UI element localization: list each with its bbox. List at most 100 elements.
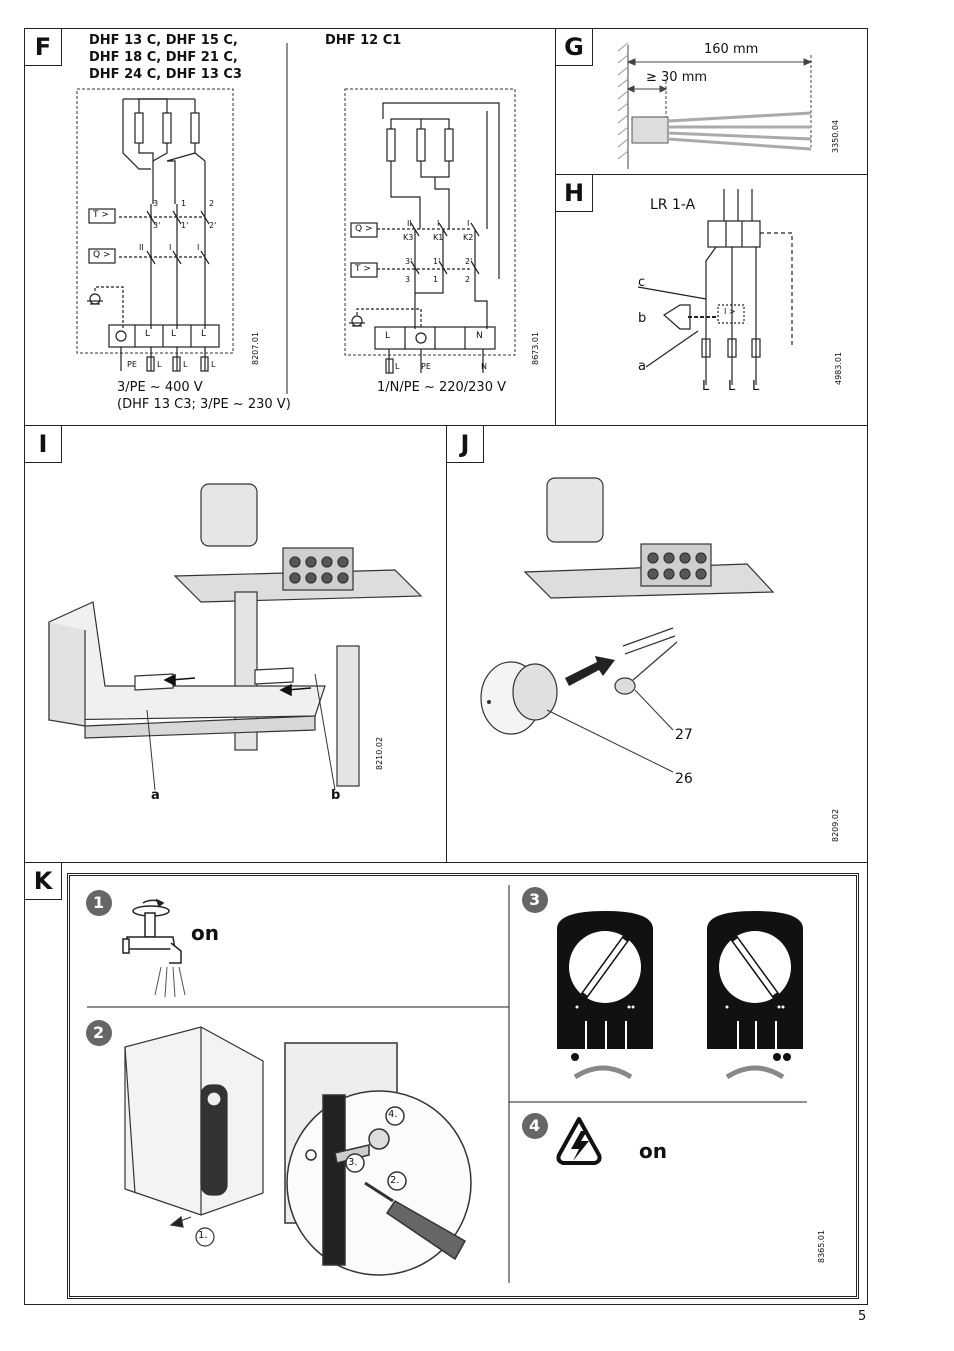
label-27: 27 <box>675 727 693 743</box>
step-2-number: 2 <box>93 1023 105 1042</box>
t-switch-label-left: T > <box>93 210 109 220</box>
terminal-right-l: L <box>385 331 391 341</box>
zoom-circle-illustration <box>284 1042 472 1276</box>
roman-left-3: I <box>197 243 200 252</box>
bottom-l1-left: L <box>157 360 162 369</box>
right-contact-2: 2 <box>465 275 471 284</box>
panel-i-tag: I <box>25 426 62 463</box>
label-a-bracket: a <box>151 788 160 803</box>
step-4-number: 4 <box>529 1116 541 1135</box>
right-supply: 1/N/PE ~ 220/230 V <box>377 380 506 395</box>
panel-g-tag: G <box>556 29 593 66</box>
q-switch-label-left: Q > <box>93 250 111 260</box>
water-tap-icon <box>122 898 186 998</box>
relay-label: I > <box>724 307 736 316</box>
panel-j-tag: J <box>447 426 484 463</box>
bottom-l-right: L <box>395 362 400 371</box>
panel-h-ref: 4983.01 <box>834 351 843 385</box>
right-contact-1: 1 <box>433 275 439 284</box>
panel-f-left-title-3: DHF 24 C, DHF 13 C3 <box>89 67 242 82</box>
heater-unit-illustration <box>124 1026 264 1247</box>
panel-g-ref: 3350.04 <box>831 119 840 153</box>
panel-k: K <box>24 862 868 1305</box>
panel-f-left-ref: 8207.01 <box>251 331 260 365</box>
bottom-pe-left: PE <box>127 360 137 369</box>
roman-right-1: II <box>407 219 412 228</box>
contact-3p: 3' <box>153 221 161 230</box>
page-number: 5 <box>858 1309 867 1324</box>
panel-f-left-title-2: DHF 18 C, DHF 21 C, <box>89 50 238 65</box>
left-supply: 3/PE ~ 400 V <box>117 380 203 395</box>
panel-k-ref: 8365.01 <box>817 1229 826 1263</box>
panel-i: I a b 8210.02 <box>24 425 447 863</box>
terminal-l3: L <box>201 329 207 339</box>
dial-left-illustration <box>557 911 653 1080</box>
left-supply-note: (DHF 13 C3; 3/PE ~ 230 V) <box>117 397 291 412</box>
wiring-diagram-f <box>76 43 516 394</box>
knob-assembly-illustration <box>480 477 775 773</box>
label-26: 26 <box>675 771 693 787</box>
cable-length: 160 mm <box>704 42 759 57</box>
q-switch-label-right: Q > <box>355 224 373 234</box>
sub-step-1: 1. <box>198 1230 208 1241</box>
terminal-right-n: N <box>476 331 483 341</box>
cable-strip-diagram <box>617 42 813 169</box>
panel-k-tag: K <box>25 863 62 900</box>
terminal-l1: L <box>145 329 151 339</box>
sub-step-4: 4. <box>388 1109 398 1120</box>
panel-f-left-title-1: DHF 13 C, DHF 15 C, <box>89 33 238 48</box>
high-voltage-warning-icon <box>556 1117 602 1165</box>
panel-f-right-ref: 8673.01 <box>531 331 540 365</box>
panel-k-inner <box>67 873 859 1299</box>
bottom-l2-left: L <box>183 360 188 369</box>
dial-right-illustration <box>707 911 803 1080</box>
bottom-n-right: N <box>481 362 487 371</box>
device-name: LR 1-A <box>650 197 696 213</box>
phase-l1: L <box>702 379 710 394</box>
step-1-number: 1 <box>93 893 105 912</box>
panel-g: G 160 mm ≥ 30 m <box>555 28 868 175</box>
contact-3: 3 <box>153 199 159 208</box>
bottom-pe-right: PE <box>421 362 431 371</box>
panel-f-right-title: DHF 12 C1 <box>325 33 402 48</box>
label-b-bracket: b <box>331 788 341 803</box>
roman-right-2: I <box>437 219 440 228</box>
panel-f: F DHF 13 C, DHF 15 C, DHF 18 C, DHF 21 C… <box>24 28 556 426</box>
label-c: c <box>638 275 646 290</box>
t-switch-label-right: T > <box>355 264 371 274</box>
panel-j: J 27 26 8209.02 <box>446 425 868 863</box>
contact-2: 2 <box>209 199 215 208</box>
step-4-on-label: on <box>639 1139 667 1163</box>
contact-1: 1 <box>181 199 187 208</box>
k2-label: K2 <box>463 233 474 242</box>
roman-right-3: I <box>467 219 470 228</box>
contact-1p: 1' <box>181 221 189 230</box>
panel-f-tag: F <box>25 29 62 66</box>
cable-min-length: ≥ 30 mm <box>646 70 708 85</box>
roman-left-1: II <box>139 243 144 252</box>
panel-i-ref: 8210.02 <box>375 736 384 770</box>
right-contact-3p: 3' <box>405 257 413 266</box>
label-b: b <box>638 311 647 326</box>
sub-step-3: 3. <box>348 1157 358 1168</box>
panel-j-ref: 8209.02 <box>831 808 840 842</box>
bottom-l3-left: L <box>211 360 216 369</box>
label-a: a <box>638 359 646 374</box>
right-contact-3: 3 <box>405 275 411 284</box>
panel-h-tag: H <box>556 175 593 212</box>
k1-label: K1 <box>433 233 444 242</box>
step-1-on-label: on <box>191 921 219 945</box>
bracket-illustration <box>48 483 423 791</box>
sub-step-2: 2. <box>390 1175 400 1186</box>
commissioning-steps <box>86 885 807 1283</box>
contact-2p: 2' <box>209 221 217 230</box>
phase-l2: L <box>728 379 736 394</box>
k3-label: K3 <box>403 233 414 242</box>
load-relay-diagram <box>637 189 793 385</box>
phase-l3: L <box>752 379 760 394</box>
panel-h: H LR 1-A c b a I > L L L 4983.01 <box>555 174 868 426</box>
right-contact-1p: 1' <box>433 257 441 266</box>
step-3-number: 3 <box>529 890 541 909</box>
roman-left-2: I <box>169 243 172 252</box>
right-contact-2p: 2' <box>465 257 473 266</box>
